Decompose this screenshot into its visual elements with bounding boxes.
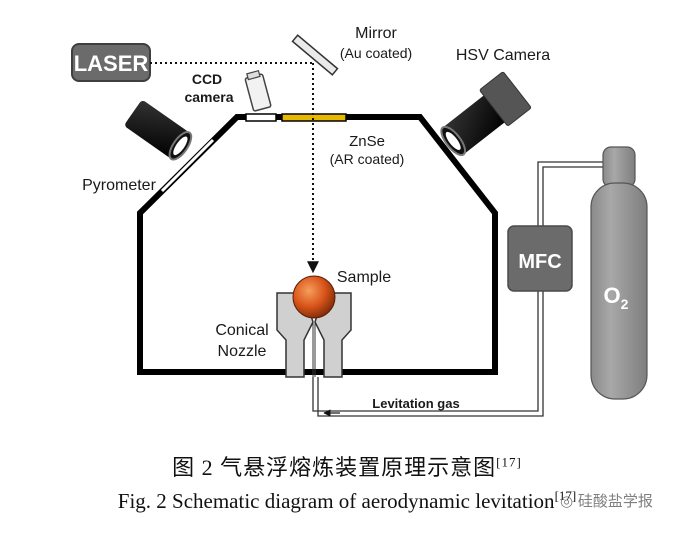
hsv-window [422,145,470,192]
laser-label: LASER [74,51,149,76]
hsv-camera-icon [440,71,532,157]
pyrometer-label: Pyrometer [82,177,156,194]
mirror-label: Mirror [355,25,397,42]
sample-label: Sample [337,269,391,286]
pyrometer-window [160,138,215,193]
watermark-icon: ◎ [560,492,574,510]
mirror-note: (Au coated) [340,45,412,61]
levitation-gas-label: Levitation gas [372,396,459,411]
top-left-window [245,113,277,122]
caption-chinese: 图 2 气悬浮熔炼装置原理示意图[17] [0,450,694,482]
ccd-camera-label-1: CCD [192,71,222,87]
nozzle-label-2: Nozzle [218,343,267,360]
caption-chinese-text: 图 2 气悬浮熔炼装置原理示意图 [172,455,497,480]
hsv-camera-label: HSV Camera [456,47,550,64]
caption-english-text: Fig. 2 Schematic diagram of aerodynamic … [117,489,555,513]
watermark: ◎ 硅酸盐学报 [560,490,653,511]
gas-supply-line [312,161,606,417]
caption-english: Fig. 2 Schematic diagram of aerodynamic … [0,488,694,514]
caption-english-ref: [17] [554,488,577,503]
nozzle-label-1: Conical [215,322,268,339]
sample-sphere [292,275,336,319]
ccd-camera-icon [244,69,272,112]
mfc-box [507,225,573,292]
pyrometer-icon [125,100,193,161]
watermark-text: 硅酸盐学报 [577,492,653,510]
mfc-label: MFC [518,251,561,273]
cylinder-label: O2 [604,283,629,312]
chamber-outline [137,114,498,375]
znse-label: ZnSe [349,133,385,150]
o2-cylinder [590,146,648,400]
mirror [291,34,339,76]
ccd-camera-label-2: camera [184,89,233,105]
caption-chinese-ref: [17] [496,454,522,470]
znse-note: (AR coated) [330,151,405,167]
